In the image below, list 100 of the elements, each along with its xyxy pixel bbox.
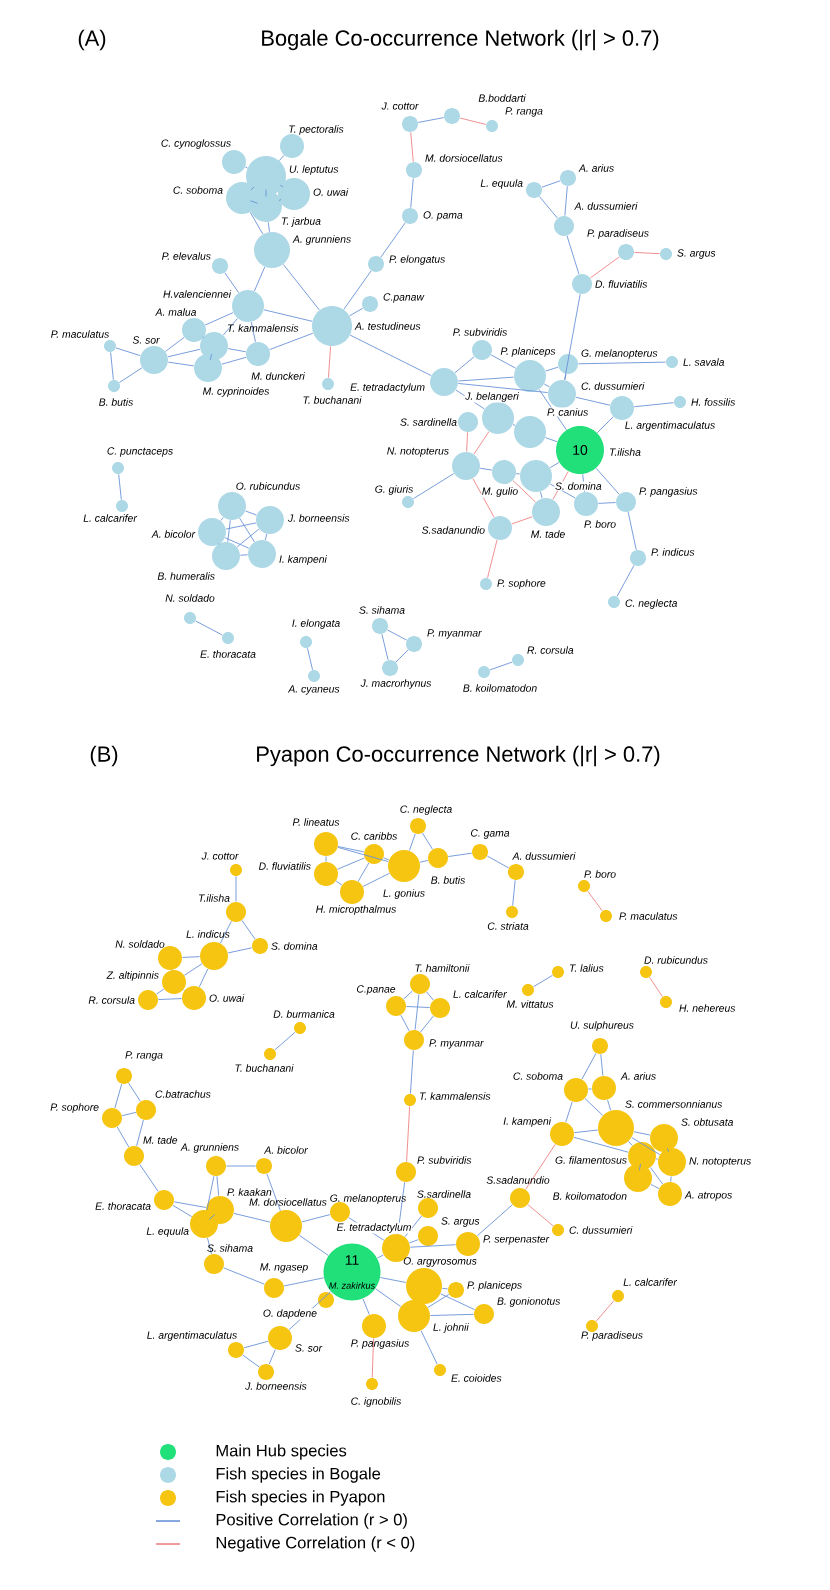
correlation-line — [128, 1082, 141, 1102]
correlation-line — [538, 196, 558, 219]
correlation-line — [486, 855, 510, 869]
species-circle — [658, 1148, 686, 1176]
correlation-line — [268, 1349, 276, 1365]
species-circle — [592, 1038, 608, 1054]
species-circle — [456, 1232, 480, 1256]
species-circle — [264, 1278, 284, 1298]
correlation-line — [413, 473, 455, 500]
correlation-line — [650, 1184, 660, 1189]
correlation-line — [307, 647, 313, 671]
correlation-line — [241, 920, 256, 940]
species-circle — [472, 844, 488, 860]
correlation-line — [222, 318, 238, 336]
species-circle — [406, 636, 422, 652]
correlation-line — [236, 528, 260, 548]
species-circle — [658, 1182, 682, 1206]
correlation-line — [473, 431, 490, 455]
correlation-line — [263, 309, 313, 322]
species-circle — [162, 970, 186, 994]
correlation-line — [223, 1267, 265, 1285]
species-circle — [278, 178, 310, 210]
species-circle — [226, 902, 246, 922]
correlation-line — [227, 519, 231, 543]
species-circle — [206, 1156, 226, 1176]
correlation-line — [552, 470, 569, 500]
correlation-line — [466, 431, 468, 453]
correlation-line — [633, 1131, 651, 1136]
species-circle — [246, 342, 270, 366]
correlation-line — [538, 389, 567, 431]
correlation-line — [349, 307, 364, 317]
correlation-line — [301, 1214, 331, 1223]
legend-text: Positive Correlation (r > 0) — [216, 1513, 407, 1529]
species-circle — [330, 1202, 350, 1222]
correlation-line — [512, 480, 537, 503]
species-circle — [256, 506, 284, 534]
correlation-line — [172, 1204, 193, 1218]
correlation-line — [379, 1277, 407, 1283]
species-circle — [452, 452, 480, 480]
species-circle — [372, 618, 388, 634]
legend-text: Fish species in Bogale — [216, 1467, 381, 1483]
correlation-line — [479, 467, 493, 471]
correlation-line — [343, 270, 372, 310]
panel-letter: (B) — [90, 745, 118, 767]
species-circle — [514, 360, 546, 392]
species-circle — [364, 844, 384, 864]
species-circle — [458, 412, 478, 432]
correlation-line — [405, 1006, 431, 1008]
correlation-line — [224, 537, 250, 549]
correlation-line — [266, 1173, 281, 1212]
correlation-line — [539, 491, 543, 499]
species-circle — [418, 1226, 438, 1246]
species-circle — [212, 258, 228, 274]
correlation-line — [239, 517, 255, 543]
correlation-line — [573, 1136, 629, 1153]
correlation-line — [533, 974, 553, 988]
species-circle — [564, 1078, 588, 1102]
correlation-line — [225, 1165, 257, 1167]
correlation-line — [575, 396, 611, 406]
correlation-line — [362, 872, 390, 887]
panel-letter: (A) — [78, 29, 106, 51]
species-circle — [592, 1076, 616, 1100]
correlation-line — [427, 1294, 450, 1308]
panel-title: Bogale Co-occurrence Network (|r| > 0.7) — [262, 29, 659, 51]
correlation-line — [596, 416, 614, 434]
species-circle — [200, 942, 228, 970]
correlation-line — [566, 235, 580, 275]
correlation-line — [395, 649, 409, 663]
correlation-line — [221, 356, 247, 365]
correlation-line — [267, 221, 270, 233]
species-circle — [560, 170, 576, 186]
species-circle — [362, 1314, 386, 1338]
correlation-line — [410, 131, 414, 163]
correlation-line — [386, 629, 408, 641]
correlation-line — [409, 1244, 457, 1248]
correlation-line — [487, 539, 498, 579]
legend-text: Main Hub species — [216, 1444, 347, 1460]
correlation-line — [627, 511, 637, 551]
legend-text: Negative Correlation (r < 0) — [216, 1536, 415, 1552]
correlation-line — [243, 1340, 269, 1349]
correlation-line — [549, 461, 560, 469]
correlation-line — [183, 963, 203, 976]
correlation-line — [587, 1088, 593, 1090]
species-circle — [250, 190, 282, 222]
correlation-line — [220, 920, 232, 944]
correlation-line — [250, 200, 258, 204]
correlation-line — [600, 1053, 604, 1077]
correlation-line — [403, 990, 413, 1000]
species-circle — [256, 1158, 272, 1174]
species-circle — [140, 346, 168, 374]
species-circle — [340, 880, 364, 904]
species-circle — [624, 1164, 652, 1192]
correlation-line — [400, 1014, 410, 1032]
correlation-line — [584, 1098, 604, 1116]
species-circle — [598, 1110, 634, 1146]
correlation-line — [233, 1212, 271, 1223]
correlation-line — [380, 222, 406, 258]
correlation-line — [633, 402, 675, 408]
correlation-line — [376, 1254, 384, 1259]
species-circle — [558, 354, 578, 374]
